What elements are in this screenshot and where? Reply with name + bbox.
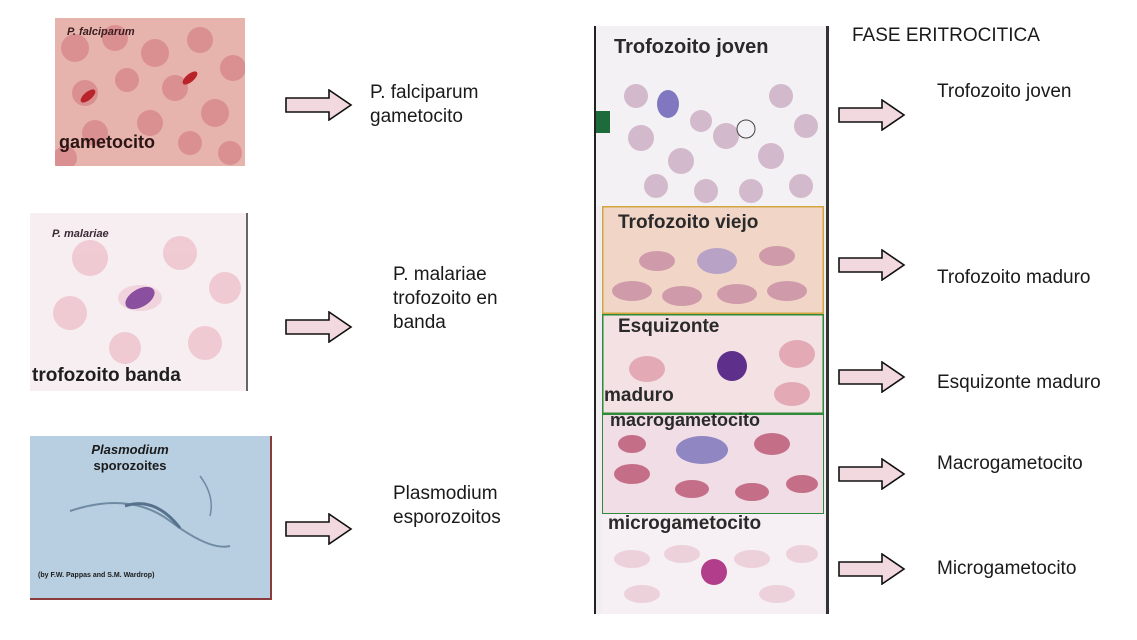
microgametocito-caption: microgametocito [608, 513, 762, 534]
malariae-smear [30, 213, 246, 391]
falciparum-label: P. falciparum gametocito [370, 82, 479, 127]
trofozoito-maduro-label: Trofozoito maduro [937, 267, 1091, 288]
trofozoito-viejo-caption: Trofozoito viejo [618, 212, 759, 233]
esquizonte-smear [602, 314, 824, 414]
sporozoites-corner-text: Plasmodium [91, 442, 169, 457]
falciparum-image: P. falciparum gametocito [55, 18, 245, 166]
arrow-right-icon [838, 249, 906, 281]
sporozoites-image: Plasmodium sporozoites (by F.W. Pappas a… [30, 436, 272, 600]
trofozoito-joven-caption: Trofozoito joven [614, 36, 769, 58]
falciparum-caption: gametocito [59, 132, 156, 152]
microgametocito-label: Microgametocito [937, 558, 1077, 579]
macrogametocito-smear [602, 414, 824, 514]
trofozoito-joven-smear [596, 26, 826, 206]
arrow-right-icon [838, 99, 906, 131]
malariae-label: P. malariae trofozoito en banda [393, 264, 498, 333]
sporozoites-credit: (by F.W. Pappas and S.M. Wardrop) [38, 572, 155, 579]
sporozoites-corner-text-2: sporozoites [93, 458, 167, 473]
falciparum-smear [55, 18, 245, 166]
arrow-right-icon [285, 311, 353, 343]
section-title: FASE ERITROCITICA [852, 25, 1040, 46]
sporozoites-label: Plasmodium esporozoitos [393, 483, 501, 528]
esquizonte-maduro-label: Esquizonte maduro [937, 372, 1101, 393]
arrow-right-icon [838, 361, 906, 393]
sporozoites-micrograph [30, 436, 270, 598]
malariae-corner-text: P. malariae [52, 228, 109, 240]
malariae-image: P. malariae trofozoito banda [30, 213, 248, 391]
malariae-caption: trofozoito banda [32, 365, 181, 386]
falciparum-corner-text: P. falciparum [67, 26, 135, 38]
arrow-right-icon [838, 553, 906, 585]
macrogametocito-label: Macrogametocito [937, 453, 1083, 474]
arrow-right-icon [285, 513, 353, 545]
macrogametocito-caption: macrogametocito [610, 410, 761, 430]
arrow-right-icon [838, 458, 906, 490]
erythrocytic-strip: Trofozoito joven Trofozoito viejo Esquiz… [594, 26, 829, 614]
arrow-right-icon [285, 89, 353, 121]
esquizonte-caption-2: maduro [604, 385, 674, 406]
trofozoito-viejo-smear [602, 206, 824, 314]
microgametocito-smear [602, 514, 824, 614]
esquizonte-caption: Esquizonte [618, 316, 720, 337]
trofozoito-joven-label: Trofozoito joven [937, 81, 1072, 102]
